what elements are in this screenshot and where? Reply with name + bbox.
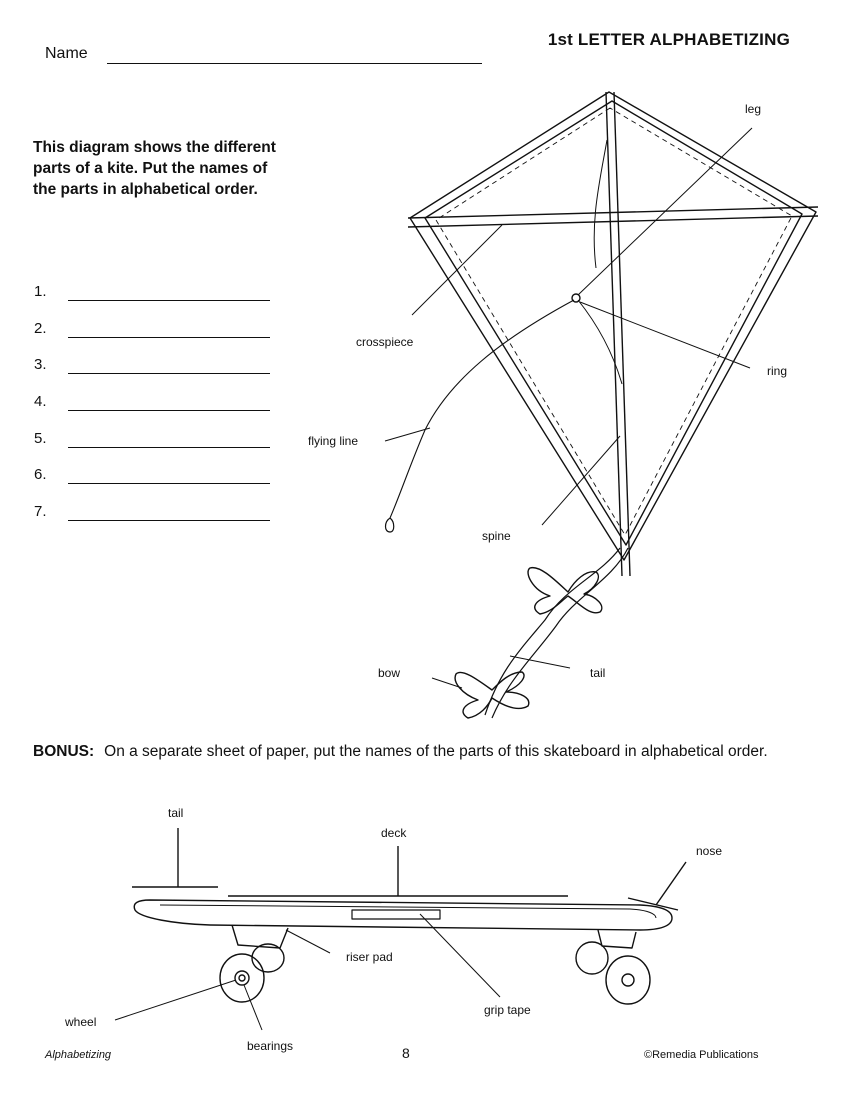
skateboard-grip-tape bbox=[351, 909, 441, 920]
skateboard-label-nose: nose bbox=[696, 844, 723, 858]
name-label: Name bbox=[45, 45, 88, 62]
answer-number: 3. bbox=[34, 356, 47, 374]
answer-row[interactable]: 7. bbox=[34, 503, 294, 540]
kite-flying-line bbox=[389, 299, 575, 519]
kite-crosspiece bbox=[407, 206, 819, 228]
answer-number: 5. bbox=[34, 429, 47, 447]
wheel-icon bbox=[219, 943, 285, 1003]
answer-number: 7. bbox=[34, 503, 47, 521]
kite-spine bbox=[605, 91, 631, 577]
worksheet-title: 1st LETTER ALPHABETIZING bbox=[547, 30, 790, 49]
kite-label-ring: ring bbox=[767, 364, 788, 378]
wheel-icon bbox=[575, 941, 651, 1005]
answer-row[interactable]: 6. bbox=[34, 466, 294, 503]
answer-number: 1. bbox=[34, 283, 47, 300]
skateboard-label-deck: deck bbox=[381, 826, 407, 840]
skateboard-label-wheel: wheel bbox=[65, 1015, 97, 1029]
kite-bow-icon bbox=[454, 671, 530, 719]
answer-line[interactable] bbox=[68, 410, 270, 412]
answer-row[interactable]: 5. bbox=[34, 430, 294, 467]
answer-line[interactable] bbox=[68, 300, 270, 301]
answer-row[interactable]: 4. bbox=[34, 393, 294, 430]
skateboard-label-leaders bbox=[114, 913, 501, 1031]
name-input-line[interactable] bbox=[107, 63, 482, 64]
kite-tail bbox=[484, 547, 621, 716]
answer-number: 4. bbox=[34, 393, 47, 411]
bonus-text: BONUS: On a separate sheet of paper, put … bbox=[33, 741, 823, 763]
answer-line[interactable] bbox=[68, 483, 270, 485]
kite-bow-icon bbox=[527, 566, 603, 615]
answer-line[interactable] bbox=[68, 520, 270, 522]
kite-label-bow: bow bbox=[378, 666, 401, 680]
answer-line[interactable] bbox=[68, 446, 270, 448]
kite-label-spine: spine bbox=[482, 529, 511, 543]
kite-label-crosspiece: crosspiece bbox=[356, 335, 414, 349]
answer-row[interactable]: 3. bbox=[34, 356, 294, 393]
kite-label-tail: tail bbox=[590, 666, 606, 680]
answer-row[interactable]: 2. bbox=[34, 320, 294, 357]
page-number: 8 bbox=[402, 1045, 410, 1061]
skateboard-label-bearings: bearings bbox=[247, 1039, 294, 1053]
instructions-text: This diagram shows the different parts o… bbox=[33, 139, 276, 198]
kite-frame bbox=[409, 91, 817, 561]
skateboard-deck bbox=[133, 899, 673, 931]
footer-left: Alphabetizing bbox=[45, 1049, 112, 1061]
skateboard-riser-pad bbox=[231, 924, 289, 949]
skateboard-label-tail: tail bbox=[168, 806, 184, 820]
kite-label-flying-line: flying line bbox=[308, 434, 359, 448]
kite-label-leg: leg bbox=[745, 102, 762, 116]
answer-number: 2. bbox=[34, 319, 47, 337]
answer-line[interactable] bbox=[68, 373, 270, 375]
skateboard-label-riser-pad: riser pad bbox=[346, 950, 393, 964]
answer-number: 6. bbox=[34, 466, 47, 484]
skateboard-label-grip-tape: grip tape bbox=[484, 1003, 531, 1017]
kite-ring bbox=[571, 293, 581, 303]
bonus-heading: BONUS: bbox=[33, 743, 95, 760]
answer-list: 1. 2. 3. 4. 5. 6. 7. bbox=[34, 283, 294, 540]
answer-line[interactable] bbox=[68, 336, 270, 338]
bonus-body: On a separate sheet of paper, put the na… bbox=[104, 743, 768, 760]
kite-label-leaders bbox=[384, 127, 753, 689]
footer-right: ©Remedia Publications bbox=[644, 1049, 759, 1061]
answer-row[interactable]: 1. bbox=[34, 283, 294, 320]
